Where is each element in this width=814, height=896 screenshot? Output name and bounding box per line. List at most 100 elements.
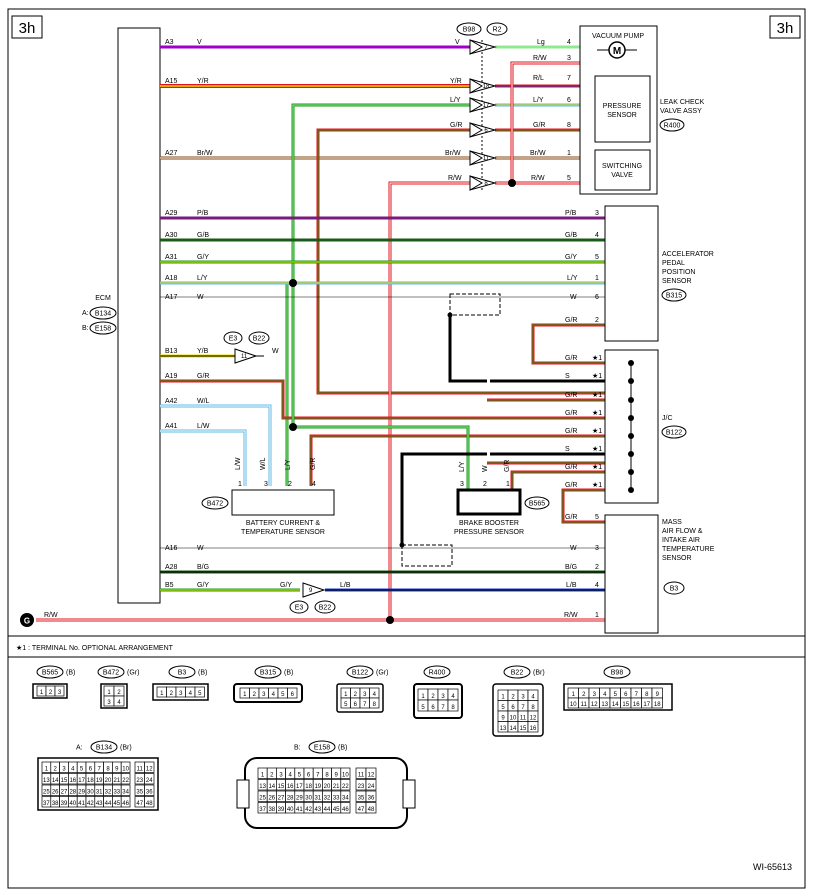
jc-star: ★1 bbox=[592, 372, 602, 380]
connector-pin: 39 bbox=[278, 807, 285, 813]
e3-b22-connector-bottom: 9 E3 B22 bbox=[289, 582, 336, 614]
svg-text:(Br): (Br) bbox=[533, 670, 545, 677]
svg-text:Lg: Lg bbox=[537, 39, 545, 46]
svg-text:W/L: W/L bbox=[197, 398, 210, 405]
wires bbox=[36, 45, 631, 622]
svg-text:A15: A15 bbox=[165, 78, 178, 85]
connector-pin: 41 bbox=[78, 801, 85, 807]
connector-view-name: E158 bbox=[314, 745, 330, 752]
connector-pin: 24 bbox=[146, 778, 153, 784]
svg-text:L/Y: L/Y bbox=[533, 97, 544, 104]
connector-pin: 2 bbox=[511, 695, 515, 701]
connector-pin: 31 bbox=[314, 796, 321, 802]
connector-pin: 4 bbox=[531, 695, 535, 701]
connector-pin: 45 bbox=[113, 801, 120, 807]
connector-pin: 22 bbox=[342, 784, 349, 790]
connector-pin: 6 bbox=[624, 692, 628, 698]
shield-box-top bbox=[449, 293, 501, 316]
connector-pin: 7 bbox=[521, 705, 525, 711]
svg-text:2: 2 bbox=[288, 481, 292, 488]
connector-pin: 26 bbox=[268, 796, 275, 802]
connector-pin: 27 bbox=[61, 790, 68, 796]
jc-star: ★1 bbox=[592, 481, 602, 489]
connector-pin: 15 bbox=[622, 702, 629, 708]
svg-text:G/Y: G/Y bbox=[197, 582, 209, 589]
svg-text:A28: A28 bbox=[165, 564, 178, 571]
b98-right-wire-labels: Lg R/W R/L L/Y G/R Br/W R/W bbox=[530, 39, 547, 182]
connector-pin: 40 bbox=[287, 807, 294, 813]
b98-pin-label: 7 bbox=[484, 45, 488, 51]
svg-text:(B): (B) bbox=[284, 670, 293, 677]
connector-pin: 11 bbox=[358, 773, 365, 779]
connector-pin: 9 bbox=[501, 716, 505, 722]
connector-pin: 3 bbox=[593, 692, 597, 698]
b98-left-wire-labels: V Y/R L/Y G/R Br/W R/W bbox=[445, 39, 462, 182]
svg-text:M: M bbox=[613, 46, 621, 57]
svg-text:G/R: G/R bbox=[565, 514, 577, 521]
svg-text:1: 1 bbox=[595, 612, 599, 619]
svg-text:P/B: P/B bbox=[565, 210, 577, 217]
connector-pin: 8 bbox=[531, 705, 535, 711]
connector-pin: 10 bbox=[570, 702, 577, 708]
svg-text:P/B: P/B bbox=[197, 210, 209, 217]
connector-pin: 4 bbox=[289, 773, 293, 779]
svg-text:R/L: R/L bbox=[533, 75, 544, 82]
svg-text:Y/B: Y/B bbox=[197, 348, 209, 355]
connector-pin: 8 bbox=[645, 692, 649, 698]
svg-text:PRESSURE SENSOR: PRESSURE SENSOR bbox=[454, 529, 524, 536]
connector-pin: 11 bbox=[581, 702, 588, 708]
svg-text:B5: B5 bbox=[165, 582, 174, 589]
connector-pin: 46 bbox=[122, 801, 129, 807]
connector-pin: 44 bbox=[105, 801, 112, 807]
svg-text:(Gr): (Gr) bbox=[376, 670, 388, 677]
connector-pin: 5 bbox=[344, 702, 348, 708]
svg-text:G/R: G/R bbox=[504, 460, 511, 472]
svg-text:11: 11 bbox=[241, 354, 248, 360]
svg-text:(Gr): (Gr) bbox=[127, 670, 139, 677]
connector-pin: 2 bbox=[582, 692, 586, 698]
connector-pin: 6 bbox=[431, 705, 435, 711]
connector-pin: 4 bbox=[451, 694, 455, 700]
connector-pin: 7 bbox=[98, 767, 102, 773]
svg-text:R/W: R/W bbox=[531, 175, 545, 182]
svg-text:Br/W: Br/W bbox=[530, 150, 546, 157]
connector-pin: 1 bbox=[261, 773, 265, 779]
connector-pin: 17 bbox=[296, 784, 303, 790]
connector-pin: 4 bbox=[373, 692, 377, 698]
connector-pin: 5 bbox=[614, 692, 618, 698]
jc-wire-label: G/R bbox=[565, 482, 577, 489]
svg-text:Y/R: Y/R bbox=[450, 78, 462, 85]
connector-pin: 35 bbox=[358, 796, 365, 802]
svg-text:W: W bbox=[197, 294, 204, 301]
connector-pin: 3 bbox=[58, 690, 62, 696]
svg-text:G/B: G/B bbox=[197, 232, 209, 239]
b98-pin-label: 8 bbox=[484, 181, 488, 187]
svg-text:A42: A42 bbox=[165, 398, 178, 405]
svg-text:2: 2 bbox=[595, 564, 599, 571]
connector-pin: 3 bbox=[441, 694, 445, 700]
connector-pin: 12 bbox=[591, 702, 598, 708]
connector-pin: 16 bbox=[530, 726, 537, 732]
svg-text:R/W: R/W bbox=[448, 175, 462, 182]
svg-text:B:: B: bbox=[294, 745, 301, 752]
connector-view-name: B3 bbox=[178, 670, 187, 677]
svg-text:B22: B22 bbox=[253, 336, 266, 343]
ground-icon: G bbox=[20, 613, 34, 627]
svg-text:B472: B472 bbox=[207, 501, 223, 508]
splice-points bbox=[289, 179, 516, 624]
svg-text:R400: R400 bbox=[664, 123, 681, 130]
connector-pin: 8 bbox=[451, 705, 455, 711]
svg-text:MASS: MASS bbox=[662, 519, 682, 526]
connector-pin: 40 bbox=[69, 801, 76, 807]
connector-pin: 3 bbox=[363, 692, 367, 698]
section-label-left: 3h bbox=[11, 15, 43, 39]
connector-pin: 20 bbox=[324, 784, 331, 790]
svg-text:INTAKE AIR: INTAKE AIR bbox=[662, 537, 700, 544]
jc-star: ★1 bbox=[592, 391, 602, 399]
svg-text:(B): (B) bbox=[198, 670, 207, 677]
svg-text:E3: E3 bbox=[295, 605, 304, 612]
svg-text:A27: A27 bbox=[165, 150, 178, 157]
connector-pin: 13 bbox=[500, 726, 507, 732]
